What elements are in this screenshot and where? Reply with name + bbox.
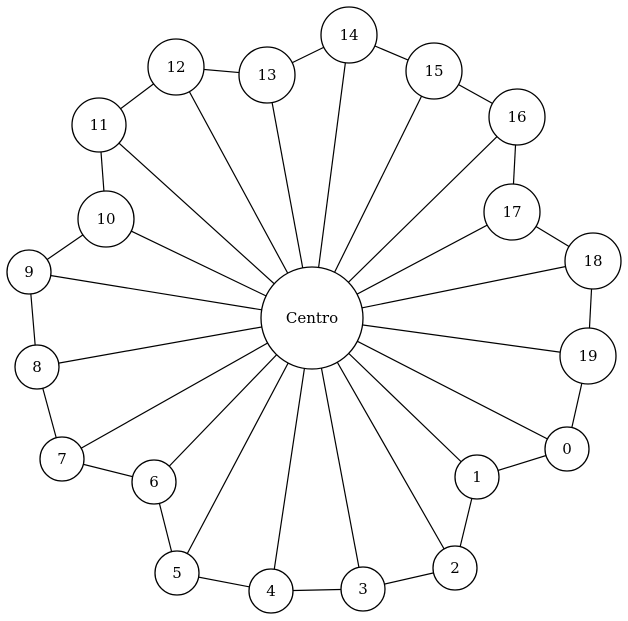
node-label-n18: 18 — [583, 252, 602, 270]
node-n16: 16 — [488, 88, 546, 146]
node-n12: 12 — [147, 38, 205, 96]
node-n13: 13 — [238, 46, 296, 104]
node-label-n19: 19 — [578, 347, 597, 365]
node-circle-n12 — [147, 38, 205, 96]
node-n17: 17 — [483, 183, 541, 241]
node-label-n2: 2 — [450, 559, 460, 577]
node-circle-centro — [260, 266, 364, 370]
node-circle-n14 — [320, 6, 378, 64]
node-label-n15: 15 — [424, 62, 443, 80]
node-n18: 18 — [564, 232, 622, 290]
node-label-n12: 12 — [166, 58, 185, 76]
node-n8: 8 — [14, 344, 60, 390]
node-n4: 4 — [248, 568, 294, 614]
node-circle-n18 — [564, 232, 622, 290]
node-label-n13: 13 — [257, 66, 276, 84]
node-circle-n11 — [71, 97, 127, 153]
node-n15: 15 — [405, 42, 463, 100]
node-label-n8: 8 — [32, 358, 42, 376]
node-circle-n0 — [544, 426, 590, 472]
node-n19: 19 — [559, 327, 617, 385]
node-label-n14: 14 — [339, 26, 358, 44]
node-circle-n8 — [14, 344, 60, 390]
node-label-n16: 16 — [507, 108, 526, 126]
node-n14: 14 — [320, 6, 378, 64]
node-n7: 7 — [39, 436, 85, 482]
node-n1: 1 — [454, 454, 500, 500]
node-circle-n9 — [6, 249, 52, 295]
node-circle-n4 — [248, 568, 294, 614]
node-label-n17: 17 — [502, 203, 521, 221]
node-centro: Centro — [260, 266, 364, 370]
node-label-centro: Centro — [286, 309, 338, 327]
node-circle-n1 — [454, 454, 500, 500]
node-label-n10: 10 — [96, 210, 115, 228]
node-n11: 11 — [71, 97, 127, 153]
node-label-n11: 11 — [89, 116, 108, 134]
node-circle-n19 — [559, 327, 617, 385]
node-n5: 5 — [154, 550, 200, 596]
node-label-n4: 4 — [266, 582, 276, 600]
node-circle-n5 — [154, 550, 200, 596]
node-label-n6: 6 — [149, 473, 159, 491]
node-circle-n15 — [405, 42, 463, 100]
node-label-n1: 1 — [472, 468, 482, 486]
node-label-n3: 3 — [358, 580, 368, 598]
node-circle-n13 — [238, 46, 296, 104]
node-n10: 10 — [77, 190, 135, 248]
node-circle-n17 — [483, 183, 541, 241]
node-label-n7: 7 — [57, 450, 67, 468]
node-circle-n7 — [39, 436, 85, 482]
node-circle-n10 — [77, 190, 135, 248]
node-label-n0: 0 — [562, 440, 572, 458]
node-label-n9: 9 — [24, 263, 34, 281]
node-circle-n16 — [488, 88, 546, 146]
node-n2: 2 — [432, 545, 478, 591]
node-circle-n3 — [340, 566, 386, 612]
node-circle-n6 — [131, 459, 177, 505]
node-n6: 6 — [131, 459, 177, 505]
node-label-n5: 5 — [172, 564, 182, 582]
node-n0: 0 — [544, 426, 590, 472]
node-n3: 3 — [340, 566, 386, 612]
node-circle-n2 — [432, 545, 478, 591]
node-n9: 9 — [6, 249, 52, 295]
